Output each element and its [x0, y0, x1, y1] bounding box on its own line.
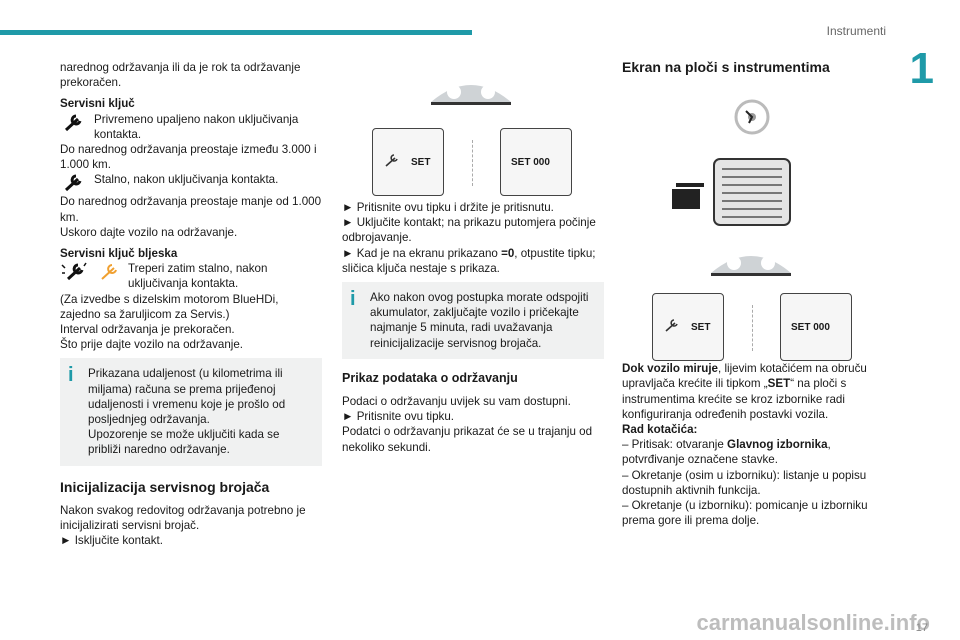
column-3: Ekran na ploči s instrumentima SET SET 0…	[622, 59, 884, 528]
dashboard-figure: SET SET 000	[622, 83, 884, 362]
set-label: SET	[411, 157, 431, 168]
odometer-panel: SET 000	[780, 293, 852, 362]
service-key-perm-advice: Uskoro dajte vozilo na održavanje.	[60, 225, 238, 239]
reset-title: Inicijalizacija servisnog brojača	[60, 478, 270, 495]
column-1: narednog održavanja ili da je rok ta odr…	[60, 60, 322, 548]
info-icon: i	[350, 288, 356, 311]
service-key-perm-detail: Do narednog održavanja preostaje manje o…	[60, 195, 322, 224]
display-duration: Podatci o održavanju prikazat će se u tr…	[342, 425, 593, 454]
column-2: SET SET 000 ► Pritisnite ovu tipku i drž…	[342, 60, 604, 455]
odometer-label: SET 000	[511, 157, 550, 168]
dashboard-title: Ekran na ploči s instrumentima	[622, 59, 830, 75]
watermark: carmanualsonline.info	[696, 610, 931, 635]
wrench-icon	[385, 154, 398, 167]
chapter-number: 1	[909, 44, 934, 93]
flash-key-title: Servisni ključ bljeska	[60, 247, 178, 261]
page-number: 17	[915, 622, 928, 634]
service-key-title: Servisni ključ	[60, 97, 135, 111]
info-note-warning: Upozorenje se može uključiti kada se pri…	[88, 428, 280, 457]
flash-key-text: Treperi zatim stalno, nakon uključivanja…	[128, 262, 268, 291]
wheel-item-2: – Okretanje (osim u izborniku): listanje…	[622, 468, 867, 497]
instrument-cluster-icon	[431, 85, 511, 105]
section-name: Instrumenti	[826, 24, 886, 38]
reset-step-4: ► Kad je na ekranu prikazano =0, otpusti…	[342, 246, 596, 275]
reset-step-2: ► Pritisnite ovu tipku i držite je priti…	[342, 201, 554, 214]
wheel-item-3: – Okretanje (u izborniku): pomicanje u i…	[622, 499, 868, 528]
intro-text: narednog održavanja ili da je rok ta odr…	[60, 61, 301, 90]
service-key-perm: Stalno, nakon uključivanja kontakta.	[94, 173, 279, 187]
info-icon: i	[68, 364, 74, 387]
wheel-item-1: – Pritisak: otvaranje Glavnog izbornika,…	[622, 438, 831, 467]
set-button-panel[interactable]: SET	[652, 293, 724, 362]
display-text: Podaci o održavanju uvijek su vam dostup…	[342, 395, 571, 409]
flash-key-detail: (Za izvedbe s dizelskim motorom BlueHDi,…	[60, 292, 279, 321]
odometer-label: SET 000	[791, 322, 830, 334]
display-step: ► Pritisnite ovu tipku.	[342, 410, 454, 424]
battery-note-text: Ako nakon ovog postupka morate odspojiti…	[370, 291, 589, 350]
instrument-cluster-icon	[711, 256, 791, 277]
odometer-panel: SET 000	[500, 128, 572, 196]
info-note: i Prikazana udaljenost (u kilometrima il…	[60, 358, 322, 466]
wrench-icon	[665, 319, 678, 332]
divider	[752, 305, 754, 352]
set-label: SET	[691, 322, 711, 334]
steering-wheel-icon	[734, 99, 770, 135]
dashboard-text: Dok vozilo miruje, lijevim kotačićem na …	[622, 362, 867, 421]
service-key-temp-detail: Do narednog održavanja preostaje između …	[60, 143, 317, 172]
reset-step-1: ► Isključite kontakt.	[60, 534, 163, 548]
reset-figure: SET SET 000	[342, 60, 604, 200]
wrench-icon	[64, 174, 82, 192]
thumbwheel-icon	[672, 158, 791, 227]
wheel-title: Rad kotačića:	[622, 423, 698, 437]
reset-text: Nakon svakog redovitog održavanja potreb…	[60, 503, 306, 533]
service-key-temp: Privremeno upaljeno nakon uključivanja k…	[94, 112, 299, 141]
reset-step-3: ► Uključite kontakt; na prikazu putomjer…	[342, 216, 596, 245]
flash-key-overdue: Interval održavanja je prekoračen.	[60, 323, 235, 337]
display-title: Prikaz podataka o održavanju	[342, 370, 518, 385]
divider	[472, 140, 474, 186]
wrench-icon	[64, 114, 82, 131]
set-button-panel[interactable]: SET	[372, 128, 444, 196]
header-accent-bar	[0, 30, 472, 35]
flash-key-advice: Što prije dajte vozilo na održavanje.	[60, 338, 244, 352]
info-note-text: Prikazana udaljenost (u kilometrima ili …	[88, 367, 286, 427]
flashing-wrench-icon	[61, 262, 117, 281]
battery-note: i Ako nakon ovog postupka morate odspoji…	[342, 282, 604, 359]
